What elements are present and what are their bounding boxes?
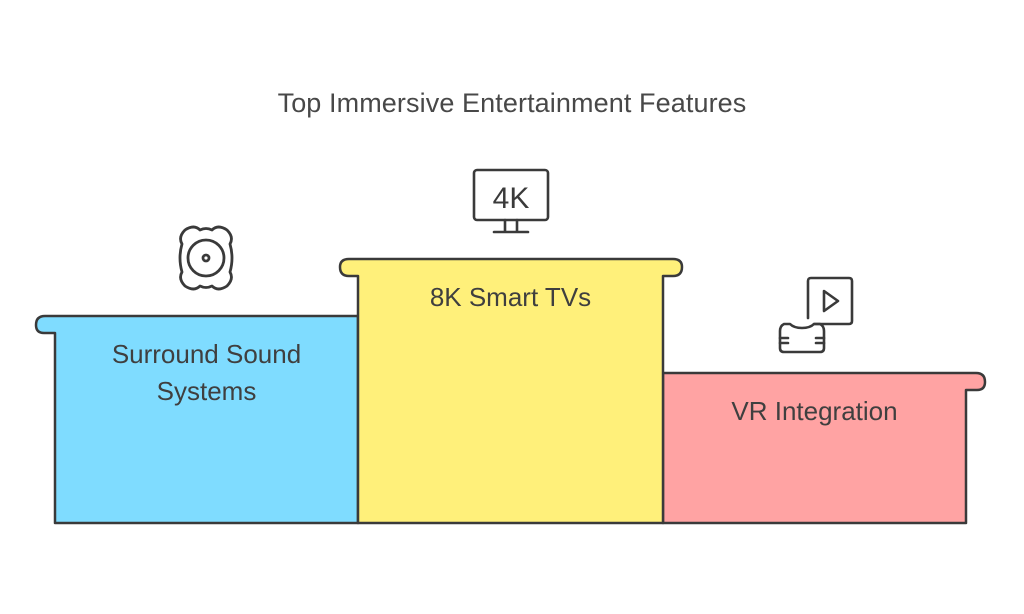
podium-label-8k-smart-tvs: 8K Smart TVs xyxy=(358,279,663,316)
label-line: VR Integration xyxy=(731,396,898,426)
vr-headset-video-icon xyxy=(778,276,854,354)
label-line: Systems xyxy=(156,376,257,406)
speaker-icon xyxy=(178,225,234,291)
label-line: 8K Smart TVs xyxy=(429,282,592,312)
podium-block-surround-sound xyxy=(34,314,360,525)
podium-label-surround-sound: Surround Sound Systems xyxy=(55,336,358,410)
label-line: Surround Sound xyxy=(111,339,302,369)
podium-block-vr-integration xyxy=(661,371,987,525)
monitor-4k-badge: 4K xyxy=(493,182,530,215)
4k-monitor-icon: 4K xyxy=(472,168,550,234)
diagram-title: Top Immersive Entertainment Features xyxy=(277,88,747,118)
podium-block-8k-smart-tvs xyxy=(338,257,684,525)
podium-label-vr-integration: VR Integration xyxy=(663,393,966,430)
